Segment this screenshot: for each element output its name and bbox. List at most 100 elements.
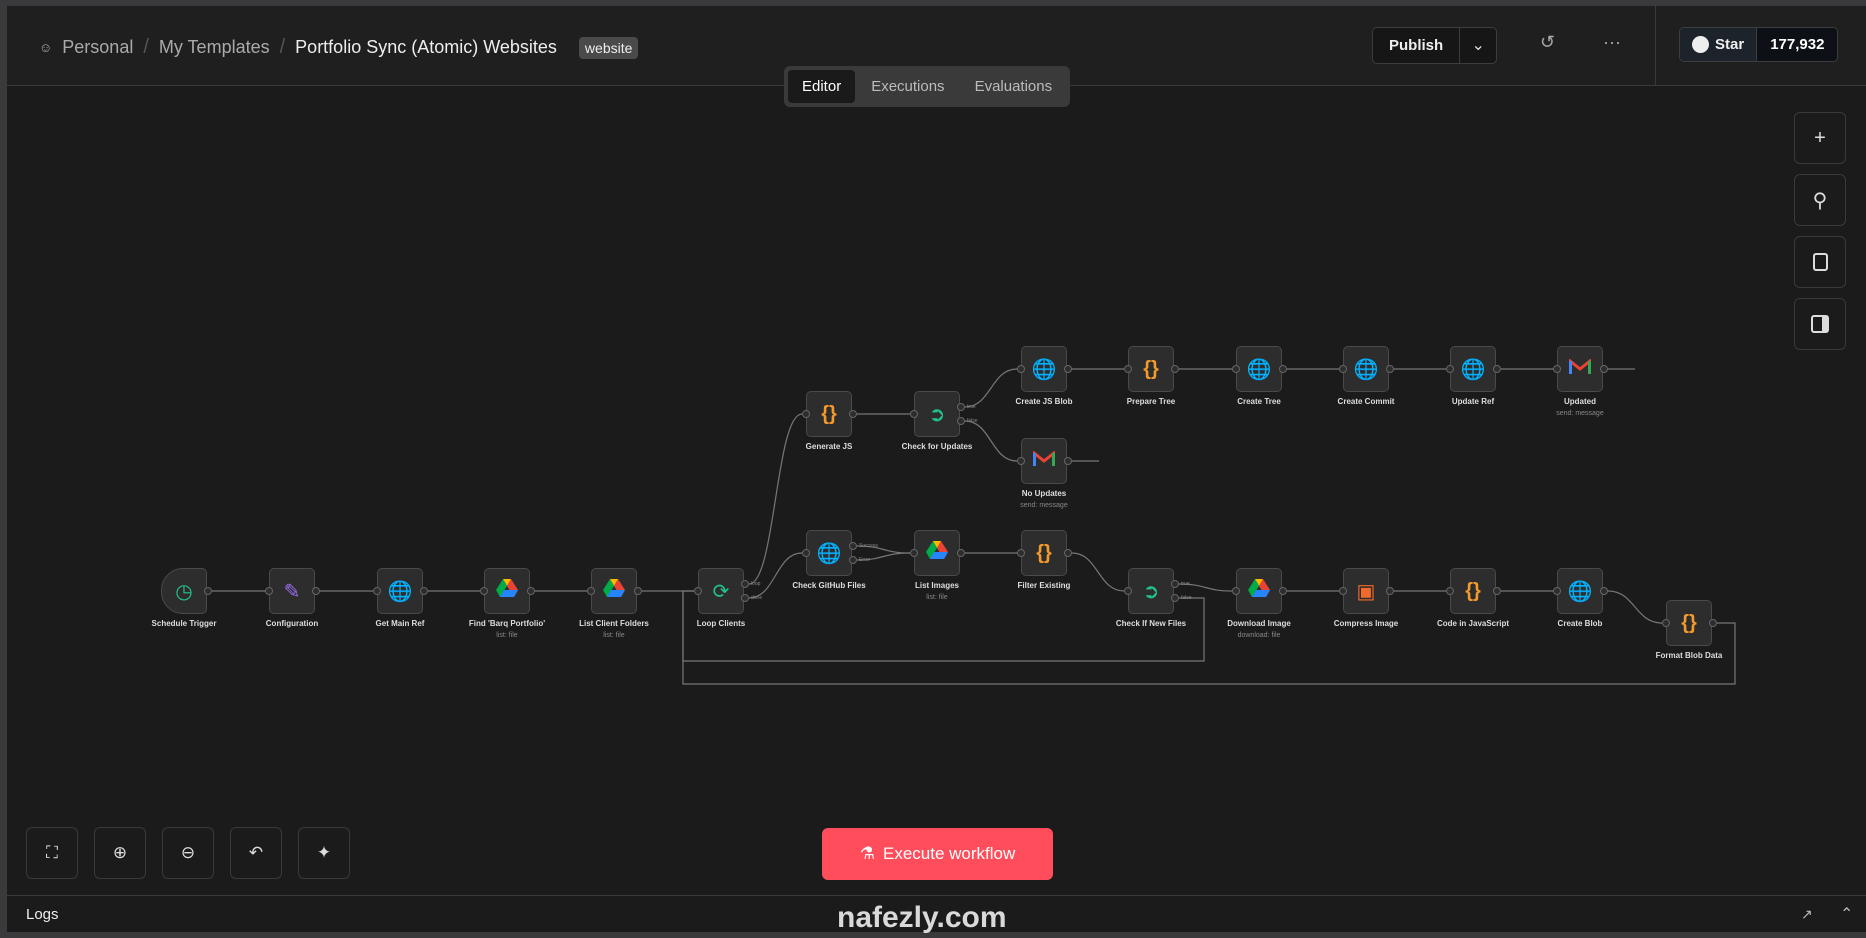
- output-port[interactable]: [634, 587, 642, 595]
- output-port[interactable]: [1386, 365, 1394, 373]
- workflow-node[interactable]: [1236, 568, 1282, 614]
- output-port[interactable]: [1171, 580, 1179, 588]
- workflow-node[interactable]: 🌐: [806, 530, 852, 576]
- output-port[interactable]: [420, 587, 428, 595]
- workflow-node[interactable]: ⟳: [698, 568, 744, 614]
- input-port[interactable]: [265, 587, 273, 595]
- workflow-node[interactable]: 🌐: [1450, 346, 1496, 392]
- more-options-icon[interactable]: ···: [1603, 32, 1621, 52]
- publish-button[interactable]: Publish: [1373, 28, 1461, 63]
- history-icon[interactable]: ↺: [1540, 32, 1556, 52]
- input-port[interactable]: [802, 410, 810, 418]
- workflow-node[interactable]: ➲: [914, 391, 960, 437]
- output-port[interactable]: [957, 549, 965, 557]
- output-port[interactable]: [527, 587, 535, 595]
- workflow-node[interactable]: [1021, 438, 1067, 484]
- zoom-out-button[interactable]: ⊖: [162, 827, 214, 879]
- workflow-node[interactable]: {}: [1021, 530, 1067, 576]
- output-port[interactable]: [741, 594, 749, 602]
- workflow-node[interactable]: ➲: [1128, 568, 1174, 614]
- output-port[interactable]: [312, 587, 320, 595]
- output-port[interactable]: [1600, 365, 1608, 373]
- input-port[interactable]: [1662, 619, 1670, 627]
- input-port[interactable]: [694, 587, 702, 595]
- output-port[interactable]: [1064, 457, 1072, 465]
- input-port[interactable]: [1124, 587, 1132, 595]
- output-port[interactable]: [957, 403, 965, 411]
- pop-out-icon[interactable]: ↗: [1801, 906, 1813, 922]
- sticky-note-button[interactable]: [1794, 236, 1846, 288]
- tidy-up-button[interactable]: ✦: [298, 827, 350, 879]
- input-port[interactable]: [1232, 587, 1240, 595]
- github-star-button[interactable]: Star 177,932: [1679, 27, 1839, 62]
- workflow-node[interactable]: 🌐: [1343, 346, 1389, 392]
- input-port[interactable]: [1124, 365, 1132, 373]
- workflow-node[interactable]: {}: [1128, 346, 1174, 392]
- output-port[interactable]: [204, 587, 212, 595]
- connection[interactable]: [682, 590, 1205, 662]
- workflow-node[interactable]: [591, 568, 637, 614]
- workflow-node[interactable]: [914, 530, 960, 576]
- workflow-node[interactable]: [1557, 346, 1603, 392]
- tab-editor[interactable]: Editor: [788, 70, 856, 103]
- connection[interactable]: [1178, 583, 1233, 592]
- input-port[interactable]: [1232, 365, 1240, 373]
- workflow-node[interactable]: ◷: [161, 568, 207, 614]
- input-port[interactable]: [587, 587, 595, 595]
- workflow-node[interactable]: {}: [1450, 568, 1496, 614]
- output-port[interactable]: [1171, 594, 1179, 602]
- output-port[interactable]: [849, 556, 857, 564]
- output-port[interactable]: [1709, 619, 1717, 627]
- workflow-tag[interactable]: website: [578, 36, 639, 59]
- connection[interactable]: [856, 552, 911, 561]
- input-port[interactable]: [1446, 587, 1454, 595]
- output-port[interactable]: [849, 542, 857, 550]
- workflow-canvas[interactable]: ◷Schedule Trigger✎Configuration🌐Get Main…: [7, 87, 1866, 895]
- workflow-node[interactable]: [484, 568, 530, 614]
- workflow-node[interactable]: {}: [1666, 600, 1712, 646]
- search-nodes-button[interactable]: ⚲: [1794, 174, 1846, 226]
- tab-evaluations[interactable]: Evaluations: [974, 78, 1053, 95]
- output-port[interactable]: [1493, 587, 1501, 595]
- output-port[interactable]: [1279, 365, 1287, 373]
- connection[interactable]: [1071, 552, 1125, 592]
- output-port[interactable]: [849, 410, 857, 418]
- tab-executions[interactable]: Executions: [871, 78, 945, 95]
- add-node-button[interactable]: +: [1794, 112, 1846, 164]
- input-port[interactable]: [480, 587, 488, 595]
- connection[interactable]: [748, 552, 803, 599]
- output-port[interactable]: [957, 417, 965, 425]
- workflow-node[interactable]: 🌐: [1557, 568, 1603, 614]
- chevron-down-icon[interactable]: ⌄: [1471, 37, 1485, 54]
- chevron-up-icon[interactable]: ⌃: [1840, 906, 1854, 923]
- fit-view-button[interactable]: ⛶: [26, 827, 78, 879]
- workflow-node[interactable]: {}: [806, 391, 852, 437]
- output-port[interactable]: [1171, 365, 1179, 373]
- input-port[interactable]: [1017, 457, 1025, 465]
- connection[interactable]: [682, 591, 1736, 685]
- workflow-node[interactable]: 🌐: [1236, 346, 1282, 392]
- input-port[interactable]: [910, 410, 918, 418]
- toggle-panel-button[interactable]: [1794, 298, 1846, 350]
- connection[interactable]: [964, 420, 1018, 462]
- input-port[interactable]: [1017, 365, 1025, 373]
- input-port[interactable]: [1553, 587, 1561, 595]
- connection[interactable]: [964, 368, 1018, 408]
- input-port[interactable]: [373, 587, 381, 595]
- logs-panel[interactable]: Logs ↗ ⌃: [7, 895, 1866, 932]
- input-port[interactable]: [1339, 365, 1347, 373]
- output-port[interactable]: [1386, 587, 1394, 595]
- input-port[interactable]: [1339, 587, 1347, 595]
- workflow-node[interactable]: 🌐: [1021, 346, 1067, 392]
- output-port[interactable]: [1279, 587, 1287, 595]
- zoom-in-button[interactable]: ⊕: [94, 827, 146, 879]
- connection[interactable]: [748, 413, 803, 585]
- output-port[interactable]: [1493, 365, 1501, 373]
- output-port[interactable]: [1064, 549, 1072, 557]
- output-port[interactable]: [1600, 587, 1608, 595]
- execute-workflow-button[interactable]: ⚗ Execute workflow: [822, 828, 1053, 880]
- input-port[interactable]: [1446, 365, 1454, 373]
- workflow-title[interactable]: Portfolio Sync (Atomic) Websites: [295, 37, 557, 57]
- input-port[interactable]: [1553, 365, 1561, 373]
- input-port[interactable]: [1017, 549, 1025, 557]
